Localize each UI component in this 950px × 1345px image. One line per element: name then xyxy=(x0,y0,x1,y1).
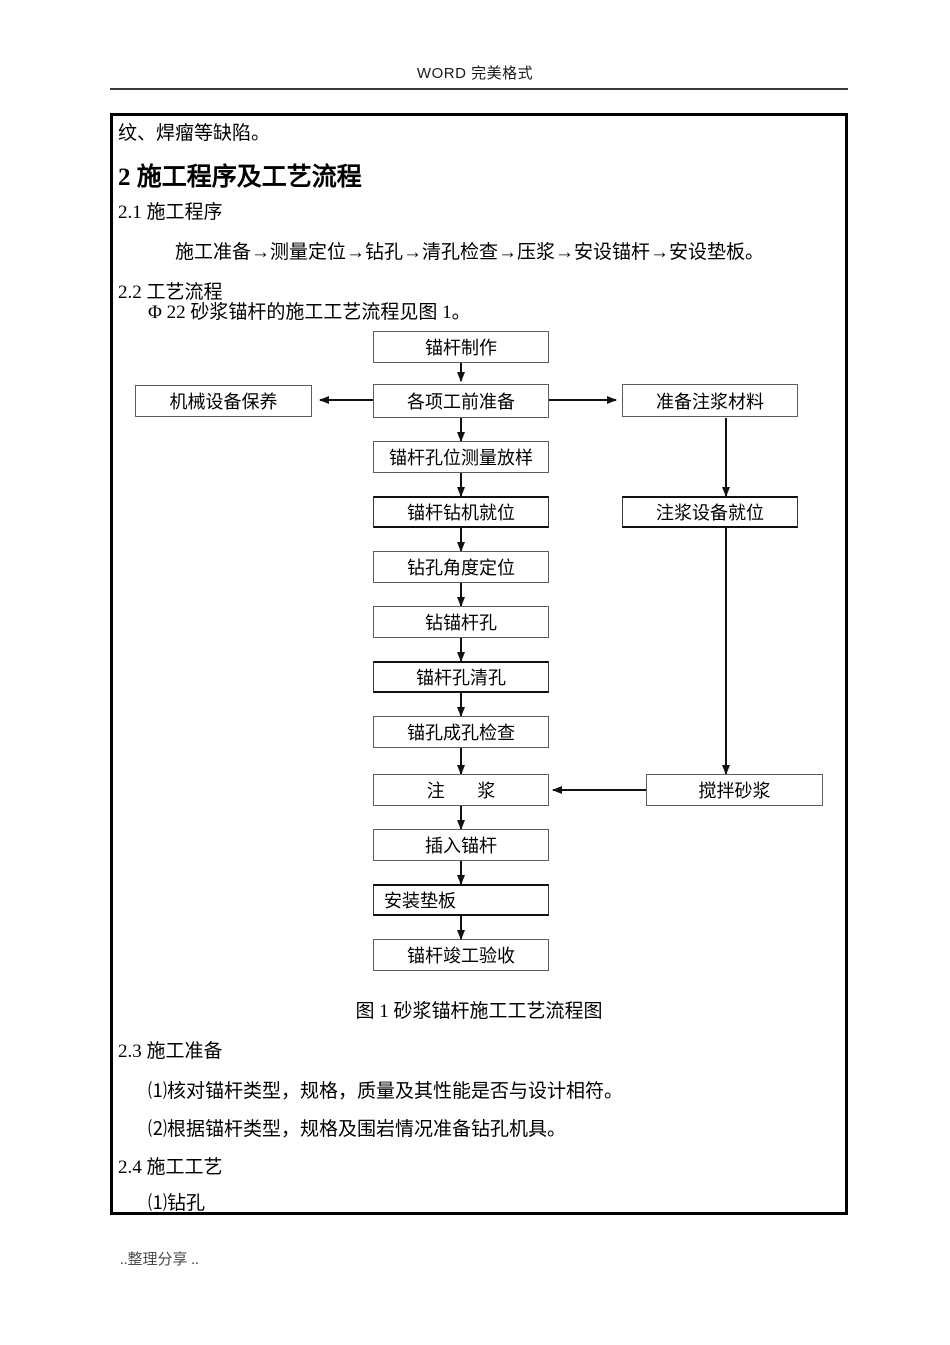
figure-caption: 图 1 砂浆锚杆施工工艺流程图 xyxy=(355,1001,603,1022)
paragraph-2-1: 施工准备→测量定位→钻孔→清孔检查→压浆→安设锚杆→安设垫板。 xyxy=(175,242,765,263)
heading-2-4: 2.4 施工工艺 xyxy=(118,1157,223,1178)
list-item-2-4-1: ⑴钻孔 xyxy=(148,1193,206,1214)
paragraph-2-2: Φ 22 砂浆锚杆的施工工艺流程见图 1。 xyxy=(148,302,471,323)
header-rule xyxy=(110,88,848,90)
heading-2-2: 2.2 工艺流程 xyxy=(118,282,223,303)
heading-2-1: 2.1 施工程序 xyxy=(118,202,223,223)
list-item-2-3-1: ⑴核对锚杆类型，规格，质量及其性能是否与设计相符。 xyxy=(148,1081,624,1102)
continued-line: 纹、焊瘤等缺陷。 xyxy=(118,123,271,144)
page-frame-border xyxy=(110,113,848,1215)
running-header: WORD 完美格式 xyxy=(416,65,534,82)
list-item-2-3-2: ⑵根据锚杆类型，规格及围岩情况准备钻孔机具。 xyxy=(148,1119,567,1140)
page-footer: ..整理分享 .. xyxy=(120,1252,199,1268)
section-2-title: 2 施工程序及工艺流程 xyxy=(118,164,362,191)
heading-2-3: 2.3 施工准备 xyxy=(118,1041,223,1062)
